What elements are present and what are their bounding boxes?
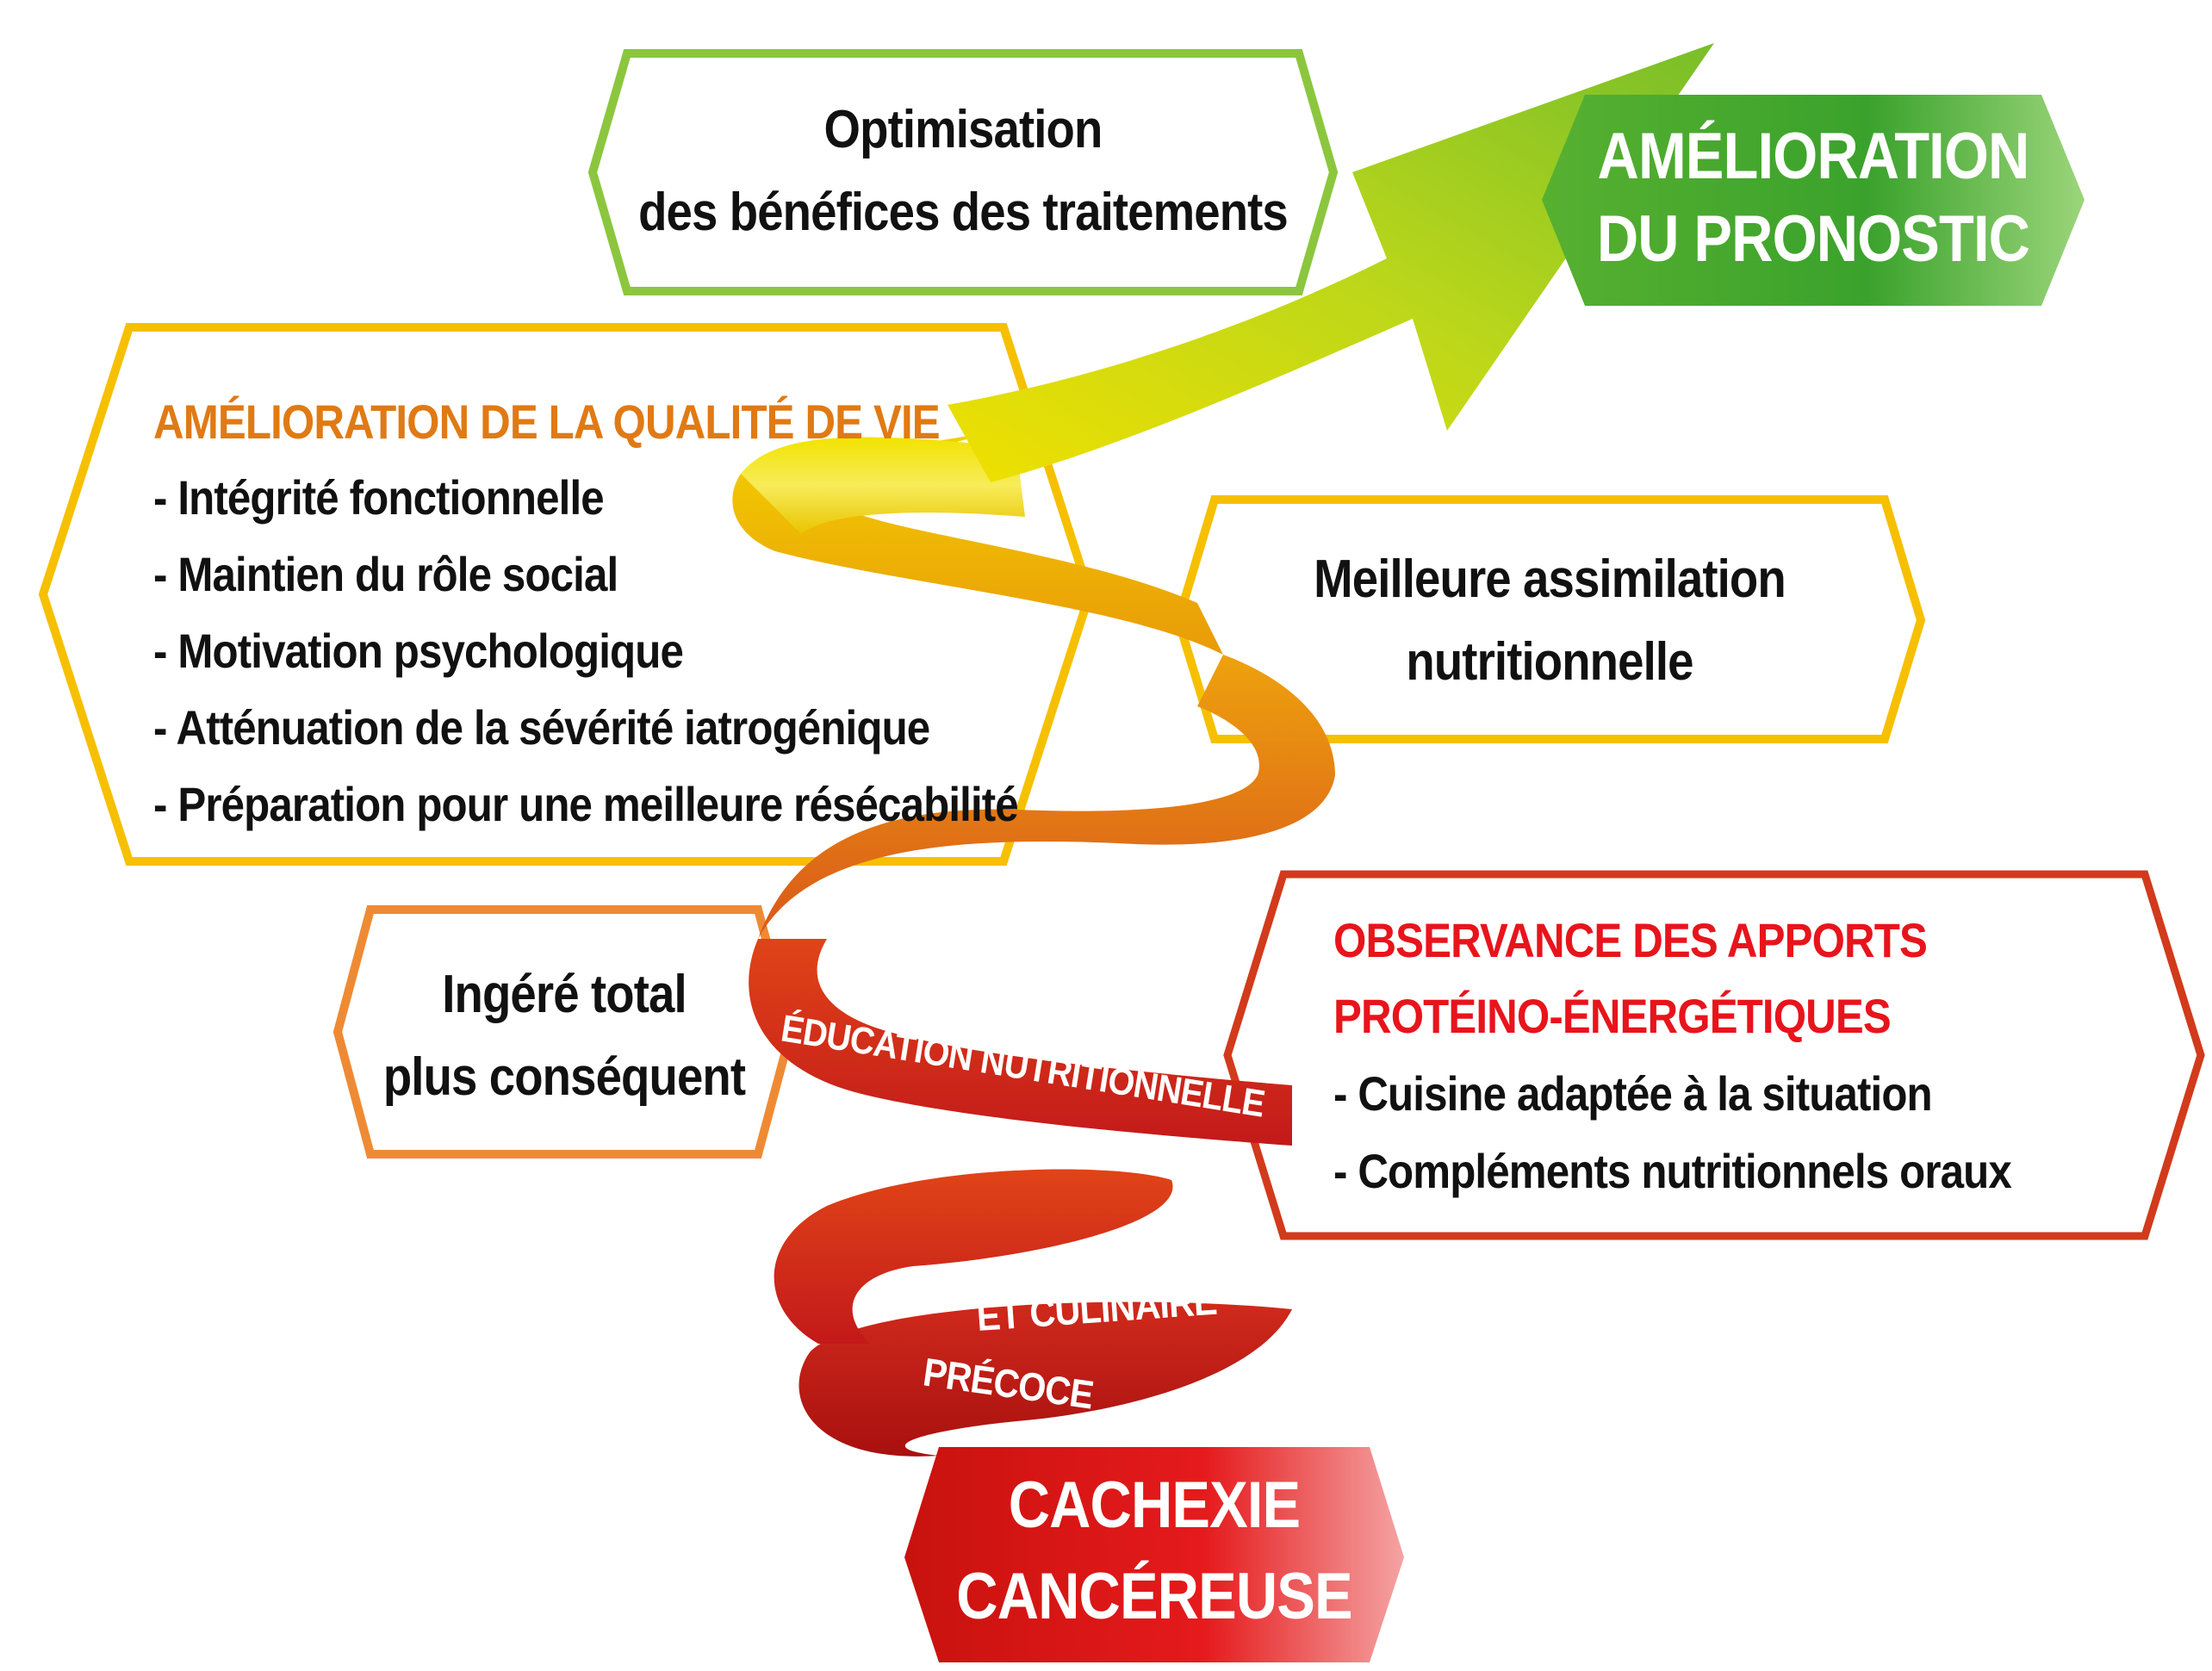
outcome-text: AMÉLIORATION DU PRONOSTIC <box>1575 124 2052 272</box>
origin-line2: CANCÉREUSE <box>956 1560 1352 1633</box>
origin-line1: CACHEXIE <box>1008 1469 1301 1542</box>
compliance-title-line1: OBSERVANCE DES APPORTS <box>1333 913 1928 967</box>
outcome-line2: DU PRONOSTIC <box>1596 202 2030 276</box>
compliance-box <box>1223 870 2205 1240</box>
compliance-item: - Compléments nutritionnels oraux <box>1333 1144 2012 1198</box>
origin-box <box>904 1447 1404 1662</box>
intake-box <box>332 905 796 1159</box>
compliance-title-line2: PROTÉINO-ÉNERGÉTIQUES <box>1333 989 1892 1043</box>
optimisation-line2: des bénéfices des traitements <box>638 183 1289 242</box>
quality-of-life-item: - Atténuation de la sévérité iatrogéniqu… <box>153 700 930 755</box>
optimisation-line1: Optimisation <box>823 100 1103 159</box>
spiral-band-education <box>749 939 1292 1146</box>
quality-of-life-text: AMÉLIORATION DE LA QUALITÉ DE VIE - Inté… <box>153 394 1019 831</box>
intake-text: Ingéré total plus conséquent <box>365 968 764 1104</box>
spiral-coil-lower <box>774 1169 1173 1344</box>
spiral-band-yellow <box>741 437 1025 534</box>
optimisation-text: Optimisation des bénéfices des traitemen… <box>637 103 1289 239</box>
rising-arrow <box>948 43 1714 482</box>
assimilation-text: Meilleure assimilation nutritionnelle <box>1223 553 1877 689</box>
intake-line1: Ingéré total <box>442 965 687 1024</box>
compliance-text: OBSERVANCE DES APPORTS PROTÉINO-ÉNERGÉTI… <box>1333 913 2012 1198</box>
outcome-box <box>1542 95 2085 306</box>
origin-text: CACHEXIE CANCÉREUSE <box>935 1473 1374 1630</box>
quality-of-life-item: - Motivation psychologique <box>153 624 684 678</box>
quality-of-life-title: AMÉLIORATION DE LA QUALITÉ DE VIE <box>153 394 941 449</box>
optimisation-box <box>587 49 1339 295</box>
quality-of-life-item: - Préparation pour une meilleure résécab… <box>153 777 1019 831</box>
spiral-coil-bottom <box>798 1301 1292 1457</box>
spiral-turn-yellow <box>732 431 1223 655</box>
assimilation-line1: Meilleure assimilation <box>1314 550 1786 609</box>
compliance-item: - Cuisine adaptée à la situation <box>1333 1066 1933 1121</box>
quality-of-life-item: - Intégrité fonctionnelle <box>153 470 605 525</box>
outcome-line1: AMÉLIORATION <box>1597 120 2030 193</box>
quality-of-life-item: - Maintien du rôle social <box>153 547 618 601</box>
assimilation-line2: nutritionnelle <box>1406 632 1693 692</box>
spiral-turn-orange <box>758 655 1335 939</box>
intake-line2: plus conséquent <box>382 1047 746 1107</box>
